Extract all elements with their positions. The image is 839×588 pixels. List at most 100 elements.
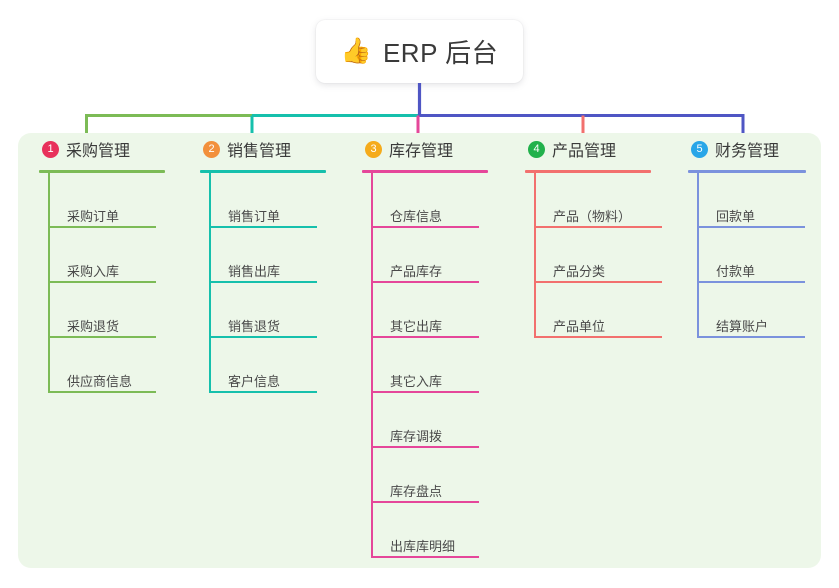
column-title-2: 销售管理: [227, 143, 292, 160]
leaf-item[interactable]: 产品分类: [534, 228, 662, 283]
leaf-item-rule: [699, 281, 805, 283]
leaf-item[interactable]: 产品（物料）: [534, 173, 662, 228]
leaf-item-label: 回款单: [716, 208, 756, 224]
leaf-item-rule: [211, 336, 317, 338]
leaf-item[interactable]: 采购退货: [48, 283, 156, 338]
leaf-item-label: 产品（物料）: [553, 208, 632, 224]
column-2: 2 销售管理销售订单销售出库销售退货客户信息: [181, 133, 344, 568]
leaf-item-rule: [211, 391, 317, 393]
column-badge-4: 4: [528, 140, 545, 158]
leaf-item[interactable]: 采购订单: [48, 173, 156, 228]
leaf-item-label: 供应商信息: [67, 373, 133, 389]
root-node-card[interactable]: 👍 ERP 后台: [316, 20, 523, 83]
leaf-item[interactable]: 出库库明细: [371, 503, 479, 558]
leaf-list-2: 销售订单销售出库销售退货客户信息: [209, 173, 344, 393]
leaf-item[interactable]: 产品单位: [534, 283, 662, 338]
leaf-item-rule: [373, 226, 479, 228]
leaf-spine-3: [371, 173, 373, 558]
column-title-1: 采购管理: [66, 143, 131, 160]
leaf-item-label: 付款单: [716, 263, 756, 279]
leaf-item-rule: [373, 281, 479, 283]
leaf-item[interactable]: 销售出库: [209, 228, 317, 283]
leaf-item-label: 出库库明细: [390, 538, 456, 554]
leaf-list-3: 仓库信息产品库存其它出库其它入库库存调拨库存盘点出库库明细: [371, 173, 507, 558]
leaf-item-rule: [211, 226, 317, 228]
leaf-item-label: 库存盘点: [390, 483, 443, 499]
column-title-3: 库存管理: [389, 143, 454, 160]
leaf-item-rule: [50, 391, 156, 393]
column-5: 5 财务管理回款单付款单结算账户: [671, 133, 821, 568]
leaf-list-5: 回款单付款单结算账户: [697, 173, 821, 338]
leaf-list-4: 产品（物料） 产品分类产品单位: [534, 173, 671, 338]
column-header-2[interactable]: 2 销售管理: [200, 133, 344, 165]
leaf-item-rule: [373, 556, 479, 558]
leaf-item-label: 销售订单: [228, 208, 281, 224]
leaf-item-rule: [373, 501, 479, 503]
leaf-item[interactable]: 库存盘点: [371, 448, 479, 503]
leaf-item-label: 库存调拨: [390, 428, 443, 444]
column-header-5[interactable]: 5 财务管理: [688, 133, 821, 165]
column-header-rule-1: [39, 170, 165, 173]
column-header-rule-4: [525, 170, 651, 173]
columns-container: 1 采购管理采购订单采购入库采购退货供应商信息 2 销售管理销售订单销售出库销售退货客…: [18, 133, 821, 568]
leaf-item[interactable]: 销售退货: [209, 283, 317, 338]
leaf-item-label: 产品单位: [553, 318, 606, 334]
leaf-item-label: 销售出库: [228, 263, 281, 279]
leaf-item[interactable]: 仓库信息: [371, 173, 479, 228]
leaf-item-rule: [50, 281, 156, 283]
leaf-item-label: 其它入库: [390, 373, 443, 389]
leaf-item-rule: [699, 226, 805, 228]
leaf-item[interactable]: 产品库存: [371, 228, 479, 283]
column-title-5: 财务管理: [715, 143, 780, 160]
leaf-item-rule: [536, 226, 662, 228]
column-title-4: 产品管理: [552, 143, 617, 160]
leaf-item-label: 销售退货: [228, 318, 281, 334]
leaf-item[interactable]: 回款单: [697, 173, 805, 228]
thumbs-up-icon: 👍: [340, 37, 372, 65]
leaf-item[interactable]: 销售订单: [209, 173, 317, 228]
column-1: 1 采购管理采购订单采购入库采购退货供应商信息: [18, 133, 181, 568]
column-header-rule-5: [688, 170, 806, 173]
leaf-list-1: 采购订单采购入库采购退货供应商信息: [48, 173, 181, 393]
leaf-item-rule: [536, 336, 662, 338]
leaf-item-label: 采购入库: [67, 263, 120, 279]
leaf-item[interactable]: 结算账户: [697, 283, 805, 338]
leaf-item-rule: [373, 336, 479, 338]
leaf-item[interactable]: 其它入库: [371, 338, 479, 393]
leaf-item-label: 结算账户: [716, 318, 769, 334]
leaf-spine-1: [48, 173, 50, 393]
leaf-item-rule: [50, 336, 156, 338]
column-header-rule-3: [362, 170, 488, 173]
leaf-item-rule: [211, 281, 317, 283]
leaf-item[interactable]: 客户信息: [209, 338, 317, 393]
leaf-item-label: 客户信息: [228, 373, 281, 389]
leaf-item[interactable]: 采购入库: [48, 228, 156, 283]
leaf-item-rule: [50, 226, 156, 228]
leaf-spine-4: [534, 173, 536, 338]
column-badge-2: 2: [203, 140, 220, 158]
leaf-item-label: 其它出库: [390, 318, 443, 334]
leaf-item[interactable]: 供应商信息: [48, 338, 156, 393]
leaf-item-rule: [699, 336, 805, 338]
root-node-title: ERP 后台: [382, 38, 499, 68]
leaf-item-label: 产品库存: [390, 263, 443, 279]
leaf-item-rule: [373, 446, 479, 448]
leaf-item-rule: [373, 391, 479, 393]
leaf-item[interactable]: 其它出库: [371, 283, 479, 338]
diagram-panel: [18, 133, 821, 568]
leaf-item-label: 采购订单: [67, 208, 120, 224]
column-badge-5: 5: [691, 140, 708, 158]
column-badge-1: 1: [42, 140, 59, 158]
leaf-spine-5: [697, 173, 699, 338]
leaf-item-label: 产品分类: [553, 263, 606, 279]
leaf-spine-2: [209, 173, 211, 393]
column-header-4[interactable]: 4 产品管理: [525, 133, 671, 165]
column-4: 4 产品管理产品（物料） 产品分类产品单位: [507, 133, 671, 568]
column-header-1[interactable]: 1 采购管理: [39, 133, 181, 165]
leaf-item[interactable]: 库存调拨: [371, 393, 479, 448]
column-header-rule-2: [200, 170, 326, 173]
leaf-item[interactable]: 付款单: [697, 228, 805, 283]
leaf-item-rule: [536, 281, 662, 283]
